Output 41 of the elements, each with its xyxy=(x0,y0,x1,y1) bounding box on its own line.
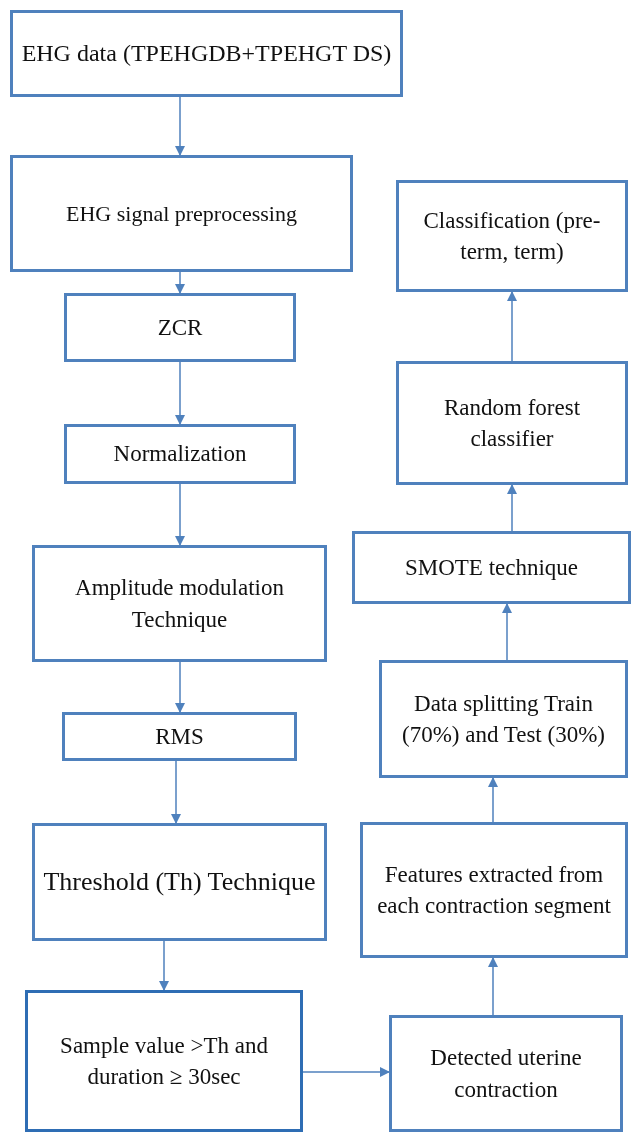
process-box xyxy=(360,822,628,958)
process-box xyxy=(32,545,327,662)
arrow xyxy=(502,603,512,661)
arrow xyxy=(507,291,517,362)
arrow xyxy=(507,484,517,532)
process-box xyxy=(10,155,353,272)
arrow xyxy=(175,361,185,425)
process-box xyxy=(389,1015,623,1132)
arrow xyxy=(159,940,169,991)
process-box xyxy=(396,361,628,485)
arrow xyxy=(175,271,185,294)
box-label: SMOTE technique xyxy=(404,553,579,582)
arrow xyxy=(175,661,185,713)
process-box xyxy=(352,531,631,604)
box-label: Sample value >Th and duration ≥ 30sec xyxy=(59,1031,269,1091)
process-box xyxy=(64,293,296,362)
box-label: Normalization xyxy=(113,440,247,469)
process-box xyxy=(64,424,296,484)
process-box xyxy=(32,823,327,941)
arrow xyxy=(175,96,185,156)
box-label: EHG signal preprocessing xyxy=(66,199,297,228)
box-label: Amplitude modulation Technique xyxy=(74,574,285,634)
process-box xyxy=(25,990,303,1132)
arrow xyxy=(175,483,185,546)
arrow xyxy=(488,957,498,1016)
box-label: Classification (pre-term, term) xyxy=(422,206,602,266)
arrow xyxy=(488,777,498,823)
box-label: Data splitting Train (70%) and Test (30%) xyxy=(401,689,606,749)
process-box xyxy=(379,660,628,778)
box-label: Threshold (Th) Technique xyxy=(43,866,316,899)
process-box xyxy=(62,712,297,761)
box-label: Detected uterine contraction xyxy=(429,1044,583,1104)
box-label: EHG data (TPEHGDB+TPEHGT DS) xyxy=(21,39,392,69)
arrow xyxy=(171,760,181,824)
box-label: Random forest classifier xyxy=(442,393,582,453)
arrow xyxy=(302,1067,390,1077)
box-label: RMS xyxy=(155,722,204,751)
process-box xyxy=(396,180,628,292)
process-box xyxy=(10,10,403,97)
box-label: Features extracted from each contraction segment xyxy=(376,860,612,920)
box-label: ZCR xyxy=(157,313,203,342)
